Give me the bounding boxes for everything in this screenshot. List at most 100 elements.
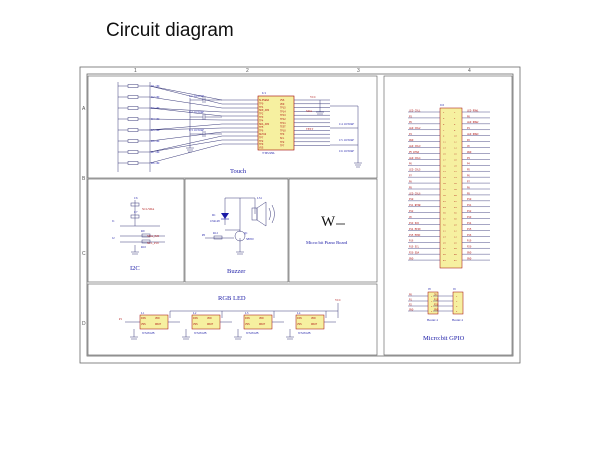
gpio-pin-number: 15 — [443, 152, 446, 155]
gpio-pin-number: 26 — [454, 182, 457, 185]
header-net: P1 — [409, 299, 412, 302]
gpio-pin-number: 27 — [443, 188, 446, 191]
chip-pin-right-label: TP12 — [280, 118, 286, 121]
header-body — [427, 291, 439, 315]
led-pin-din: DIN — [245, 317, 250, 320]
header-net: GND — [434, 309, 439, 312]
logo-glyph: W — [321, 214, 336, 230]
header-net: P0 — [409, 294, 412, 297]
gpio-right-net: P5 — [467, 169, 470, 172]
led-pin-vss: VSS — [245, 323, 250, 326]
col-marker-2: 2 — [246, 68, 249, 74]
gpio-pin-number: 17 — [443, 158, 446, 161]
gpio-block — [383, 75, 513, 356]
i2c-part-c7: C7 — [134, 210, 138, 214]
gpio-left-net: GND — [409, 257, 414, 260]
chip-ref: U1 — [262, 91, 266, 95]
gpio-pin-number: 4 — [454, 117, 456, 120]
header-ref: J8 — [428, 287, 431, 291]
gpio-pin-number: 1 — [443, 111, 445, 114]
led-ref: L3 — [245, 311, 249, 315]
header-net: P20 — [434, 304, 439, 307]
buzzer-part-d1: D1 — [212, 213, 216, 217]
gpio-left-net: P20 SDA — [409, 252, 420, 255]
touch-right-net-labels: VCC SDA TEST — [306, 95, 316, 131]
gpio-left-net: LED COL5 — [409, 169, 421, 172]
led-pin-dout: DOUT — [311, 323, 318, 326]
touch-cap-labels: C1 10/50nF C2 10/50nF C3 10/50nF C4 10/5… — [189, 94, 354, 153]
i2c-net-sclsda: SCL/SDA — [142, 207, 155, 211]
diode-icon — [221, 213, 229, 219]
resistor-label: R7 1M — [151, 150, 160, 154]
gpio-pin-number: 24 — [454, 176, 457, 179]
touch-resistor-ladder — [117, 82, 151, 172]
led-pin-din: DIN — [193, 317, 198, 320]
gpio-left-net: P5 BTNA — [409, 151, 420, 154]
header-net: P2 — [409, 304, 412, 307]
gpio-left-net: P16 — [409, 240, 414, 243]
led-pin-dout: DOUT — [155, 323, 162, 326]
gpio-pin-number: 38 — [454, 218, 457, 221]
resistor-label: R1 1M — [151, 84, 160, 88]
chip-pin-left-label: TP9 — [259, 143, 264, 146]
gpio-pin-number: 46 — [454, 241, 457, 244]
gpio-pin-number: 23 — [443, 176, 446, 179]
led-part: WS2812B — [246, 331, 259, 335]
gpio-pin-number: 11 — [443, 141, 446, 144]
gpio-left-net: P0 — [409, 121, 412, 124]
gpio-right-net: 3V — [467, 145, 470, 148]
gpio-left-net: P14 MISO — [409, 228, 421, 231]
gpio-left-net: P12 — [409, 210, 414, 213]
i2c-label: I2C — [130, 265, 140, 272]
gpio-right-net: P19 — [467, 240, 472, 243]
led-part: WS2812B — [298, 331, 311, 335]
gpio-right-net: P15 — [467, 228, 472, 231]
drawing-frame — [79, 66, 521, 364]
logo-caption: Micro:bit Piano Board — [306, 240, 348, 245]
col-marker-3: 3 — [357, 68, 360, 74]
i2c-block — [87, 178, 185, 283]
i2c-part-r10: R10 — [141, 245, 147, 249]
chip-pins-right: VSSVDDTP15TP14TP13TP12TP11TESTTP10TP9SCL… — [280, 99, 330, 148]
header-caption: Header 4 — [452, 318, 463, 322]
touch-capacitors — [186, 97, 222, 153]
rgb-block — [87, 283, 378, 356]
gpio-pin-number: 36 — [454, 212, 457, 215]
led-pin-vdd: VDD — [155, 317, 160, 320]
rgb-label: RGB LED — [218, 295, 246, 302]
led-pin-dout: DOUT — [259, 323, 266, 326]
gpio-pin-number: 19 — [443, 164, 446, 167]
header-pin-number: 4 — [431, 310, 433, 313]
gpio-pin-number: 18 — [454, 158, 457, 161]
i2c-net-scl: SCL_P19 — [147, 241, 159, 245]
buzzer-labels: D1 Q1 R12 LS1 1N4148 P0 S8050 — [202, 196, 263, 241]
gpio-pin-number: 30 — [454, 194, 457, 197]
led-pin-vdd: VDD — [259, 317, 264, 320]
cap-label-c4: C4 10/50nF — [339, 122, 354, 126]
gpio-pin-number: 21 — [443, 170, 446, 173]
led-ref: L4 — [297, 311, 301, 315]
gpio-left-net: P6 — [409, 163, 412, 166]
gpio-pin-number: 51 — [443, 259, 446, 262]
gpio-left-net: LED COL1 — [409, 109, 421, 112]
chip-pin-left-label: TP1 — [259, 106, 264, 109]
chip-pin-left-label: TP8 — [259, 140, 264, 143]
gpio-right-net: GND — [467, 151, 472, 154]
gpio-pin-number: 42 — [454, 229, 457, 232]
chip-pin-right-label: TP8 — [280, 141, 285, 144]
page-title: Circuit diagram — [106, 20, 234, 41]
led-pin-din: DIN — [141, 317, 146, 320]
cap-label-c1: C1 10/50nF — [189, 94, 204, 98]
chip-pin-left-label: TP5 — [259, 126, 264, 129]
buzzer-label: Buzzer — [227, 268, 246, 275]
gpio-right-net: P16 — [467, 234, 472, 237]
header-ref: J9 — [453, 287, 456, 291]
header-net: 3V — [434, 294, 437, 297]
gpio-pin-number: 20 — [454, 164, 457, 167]
chip-pin-left-label: TP6 — [259, 130, 264, 133]
gpio-right-net: LED ROW1 — [467, 109, 479, 112]
row-marker-d: D — [82, 321, 86, 327]
